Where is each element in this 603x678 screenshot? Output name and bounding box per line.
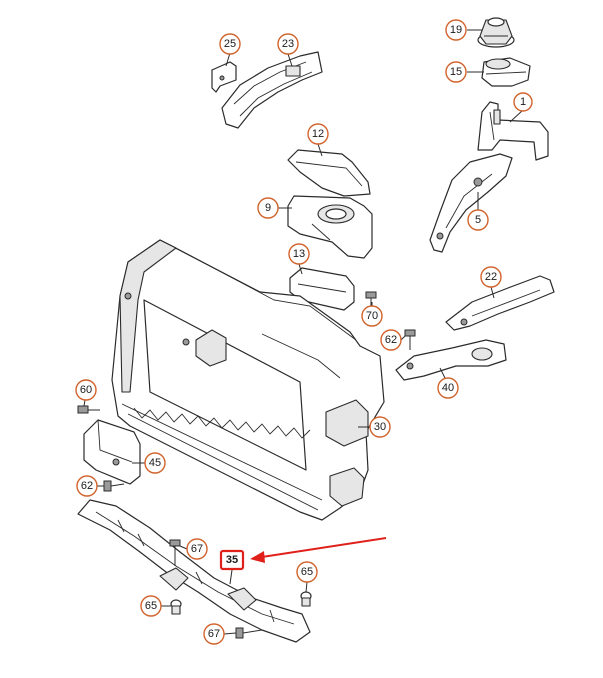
bolt-67-upper [169, 539, 181, 566]
part-23-bracket [221, 51, 323, 129]
callout-23[interactable]: 23 [277, 33, 299, 55]
highlight-arrow [250, 537, 387, 563]
svg-text:62: 62 [385, 334, 397, 346]
svg-text:67: 67 [191, 543, 203, 555]
svg-text:65: 65 [301, 566, 313, 578]
callout-5[interactable]: 5 [467, 209, 489, 231]
svg-text:35: 35 [226, 554, 238, 566]
callout-13[interactable]: 13 [288, 243, 310, 265]
part-12-duct-cover [287, 149, 371, 197]
part-15-mount [481, 57, 531, 87]
bolt-67-lower [235, 627, 263, 639]
callout-25[interactable]: 25 [219, 33, 241, 55]
svg-text:1: 1 [520, 96, 526, 108]
bolt-60 [77, 405, 100, 414]
svg-text:67: 67 [208, 628, 220, 640]
callout-45[interactable]: 45 [144, 452, 166, 474]
svg-text:9: 9 [265, 202, 271, 214]
clip-65-right [300, 591, 312, 607]
svg-text:65: 65 [145, 600, 157, 612]
callout-22[interactable]: 22 [480, 266, 502, 288]
svg-text:12: 12 [312, 128, 324, 140]
callout-65-left[interactable]: 65 [140, 595, 162, 617]
callout-1[interactable]: 1 [513, 92, 533, 112]
svg-text:13: 13 [293, 248, 305, 260]
callout-12[interactable]: 12 [307, 123, 329, 145]
callout-15[interactable]: 15 [445, 61, 467, 83]
callout-62-upper[interactable]: 62 [380, 329, 402, 351]
leader-lines [83, 29, 524, 635]
part-40-bracket [395, 339, 507, 381]
svg-text:19: 19 [450, 24, 462, 36]
svg-text:70: 70 [366, 310, 378, 322]
bolt-62-upper [404, 329, 416, 350]
callout-67-upper[interactable]: 67 [186, 538, 208, 560]
svg-text:25: 25 [224, 38, 236, 50]
svg-text:40: 40 [442, 382, 454, 394]
callout-35-highlighted[interactable]: 35 [219, 549, 245, 571]
callout-19[interactable]: 19 [445, 19, 467, 41]
svg-text:45: 45 [149, 457, 161, 469]
part-25-clip [211, 61, 237, 93]
part-9-air-duct [287, 195, 373, 259]
clip-65-left [170, 599, 182, 615]
callout-30[interactable]: 30 [369, 416, 391, 438]
callout-40[interactable]: 40 [437, 377, 459, 399]
svg-text:15: 15 [450, 66, 462, 78]
part-22-bracket [445, 275, 555, 331]
part-30-front-carrier [111, 239, 385, 521]
part-19-mount [477, 17, 515, 48]
part-45-bracket [83, 419, 141, 485]
svg-text:60: 60 [80, 384, 92, 396]
part-35-lock-carrier [77, 499, 311, 643]
callout-60[interactable]: 60 [75, 379, 97, 401]
svg-text:23: 23 [282, 38, 294, 50]
callout-70[interactable]: 70 [361, 305, 383, 327]
svg-text:62: 62 [81, 480, 93, 492]
part-1-bracket [477, 101, 549, 161]
bolt-62-lower [103, 480, 125, 492]
callout-62-lower[interactable]: 62 [76, 475, 98, 497]
svg-text:22: 22 [485, 271, 497, 283]
part-5-bracket [429, 153, 513, 253]
part-13-duct-insert [289, 267, 355, 311]
svg-text:5: 5 [475, 214, 481, 226]
callout-65-right[interactable]: 65 [296, 561, 318, 583]
svg-text:30: 30 [374, 421, 386, 433]
callout-67-lower[interactable]: 67 [203, 623, 225, 645]
callout-9[interactable]: 9 [257, 197, 279, 219]
